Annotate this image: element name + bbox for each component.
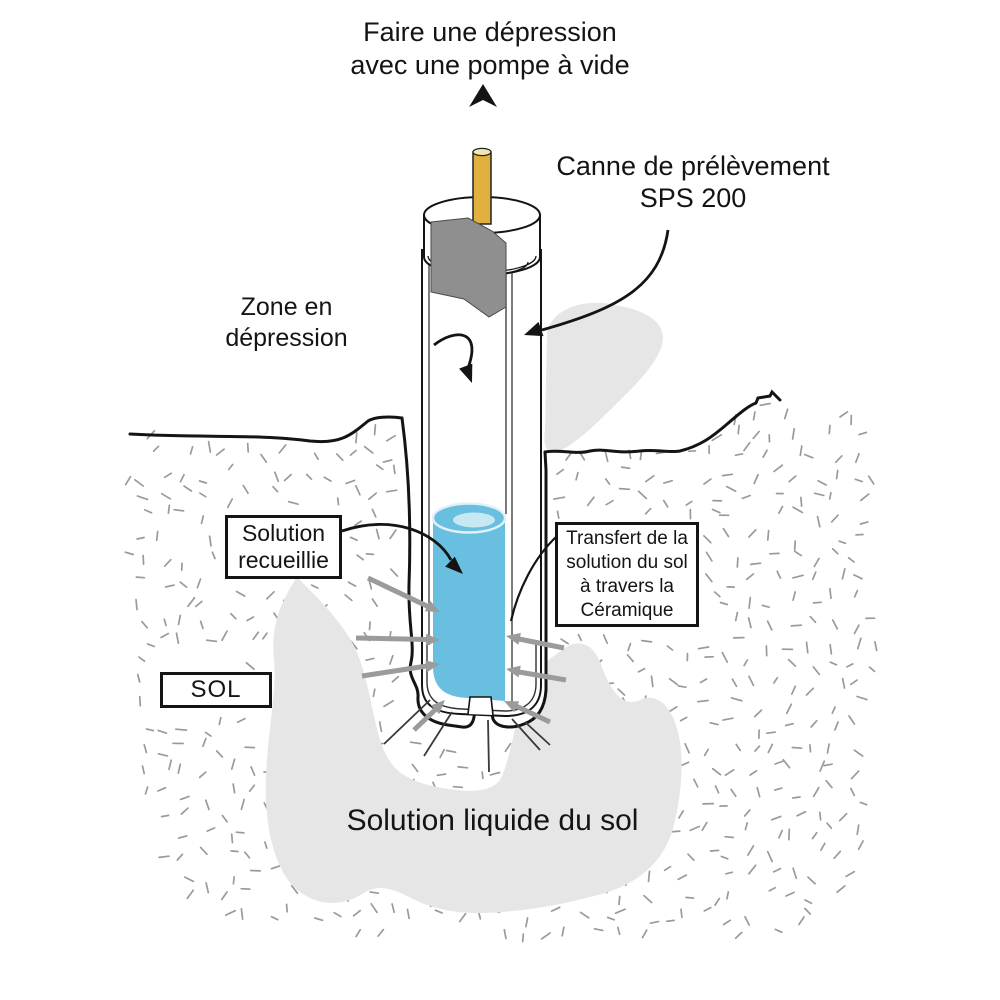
probe-label-line1: Canne de prélèvement (556, 151, 830, 181)
transfer-pointer-line (509, 536, 557, 622)
soil-moisture-blob-right (544, 302, 663, 453)
vacuum-label: Faire une dépression avec une pompe à vi… (330, 16, 650, 82)
vacuum-arrow-icon (469, 84, 497, 107)
tube-bottom-port (467, 696, 494, 716)
soil-surface-right (543, 389, 782, 454)
suction-ray-lines (383, 699, 551, 773)
vacuum-label-line1: Faire une dépression (363, 17, 617, 47)
collected-solution-box: Solution recueillie (225, 515, 342, 579)
cap-clamp (430, 217, 507, 318)
probe-label-line2: SPS 200 (639, 183, 747, 213)
liquid-inner-ellipse (453, 512, 495, 528)
transfer-box-line1: Transfert de la (566, 527, 688, 549)
soil-surface-left (128, 415, 404, 444)
probe-arrow-icon (524, 229, 670, 337)
collected-liquid (433, 518, 505, 701)
collected-box-line1: Solution (241, 520, 326, 546)
transfer-box-line2: solution du sol (566, 551, 688, 573)
soil-solution-label: Solution liquide du sol (320, 804, 665, 838)
zone-label-line1: Zone en (240, 293, 333, 321)
transfer-box-line4: Céramique (580, 599, 674, 621)
vacuum-label-line2: avec une pompe à vide (350, 50, 630, 80)
suction-capillary (472, 151, 492, 225)
zone-arrow-icon (433, 333, 474, 383)
soil-solution-text: Solution liquide du sol (346, 804, 639, 837)
zone-label-line2: dépression (225, 324, 348, 352)
zone-label: Zone en dépression (204, 292, 369, 354)
soil-box: SOL (160, 672, 272, 708)
transfer-arrows (355, 575, 567, 732)
soil-box-label: SOL (190, 676, 242, 703)
probe-label: Canne de prélèvement SPS 200 (540, 150, 846, 214)
collected-box-line2: recueillie (238, 547, 329, 573)
borehole-outline (400, 416, 548, 729)
soil-solution-blob (265, 577, 682, 914)
capillary-top (472, 147, 492, 157)
transfer-box-line3: à travers la (580, 575, 674, 597)
transfer-box: Transfert de la solution du sol à traver… (555, 522, 699, 627)
collected-arrow-icon (341, 523, 463, 574)
